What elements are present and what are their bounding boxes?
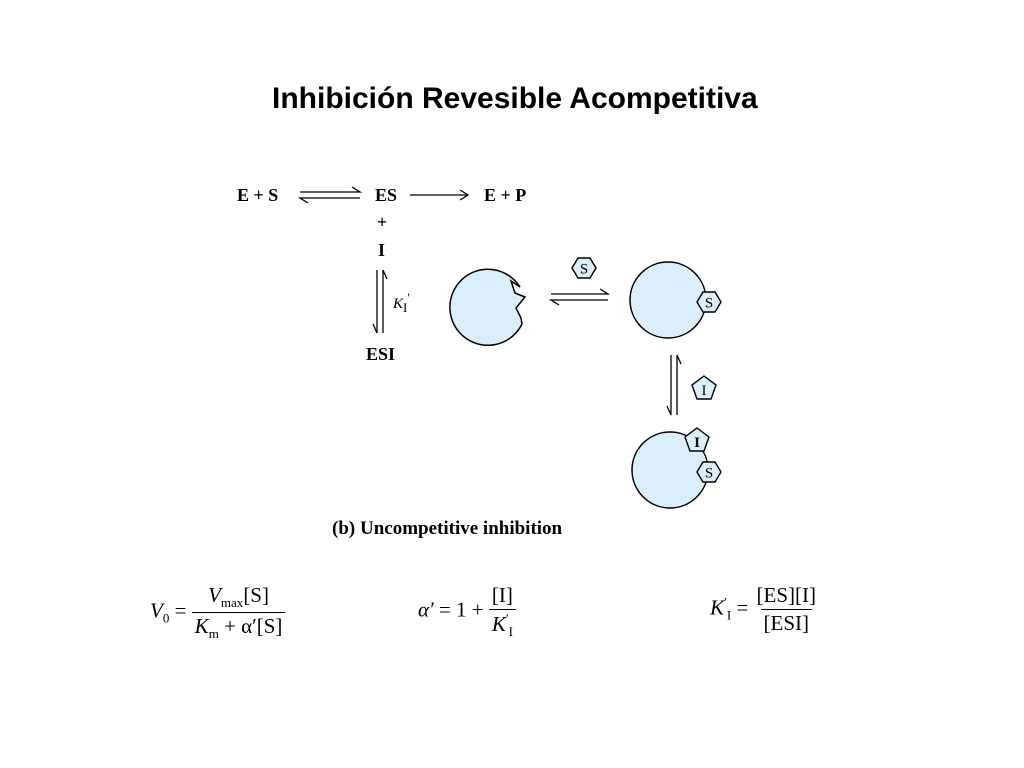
scheme-ki-label: KI′ — [393, 290, 411, 315]
es-substrate-label: S — [705, 296, 713, 312]
equilibrium-arrow-inhibitor-binding — [666, 354, 682, 416]
equation-ki: K′I = [ES][I] [ESI] — [710, 583, 819, 636]
substrate-hexagon-label: S — [580, 262, 588, 278]
scheme-inhibitor: I — [378, 240, 386, 260]
equilibrium-arrow-esi — [372, 269, 388, 334]
equilibrium-arrow-es — [297, 186, 363, 204]
enzyme-es-complex-icon: S — [629, 261, 722, 339]
scheme-e-plus-p: E + P — [484, 185, 527, 205]
slide-title: Inhibición Revesible Acompetitiva — [272, 82, 758, 115]
scheme-e-plus-s: E + S — [237, 185, 279, 205]
ki-fraction: [ES][I] [ESI] — [756, 583, 817, 635]
equation-v0: V0 = Vmax[S] Km + α′[S] — [150, 583, 286, 642]
esi-substrate-label: S — [705, 466, 713, 482]
inhibitor-pentagon-label: I — [702, 383, 707, 399]
enzyme-free-icon — [449, 268, 527, 347]
equation-alpha: α′ = 1 + [I] K′I — [418, 583, 517, 640]
esi-inhibitor-label: I — [694, 435, 700, 451]
equilibrium-arrow-binding — [548, 288, 611, 306]
enzyme-esi-complex-icon: I S — [631, 427, 722, 509]
v0-fraction: Vmax[S] Km + α′[S] — [191, 583, 286, 642]
inhibitor-pentagon-icon: I — [691, 375, 717, 400]
scheme-esi: ESI — [366, 344, 396, 364]
alpha-fraction: [I] K′I — [488, 583, 517, 640]
scheme-plus: + — [377, 212, 388, 232]
substrate-hexagon-icon: S — [571, 257, 597, 279]
forward-arrow-product — [410, 189, 470, 201]
figure-caption: (b) Uncompetitive inhibition — [332, 518, 563, 539]
scheme-es: ES — [375, 185, 398, 205]
